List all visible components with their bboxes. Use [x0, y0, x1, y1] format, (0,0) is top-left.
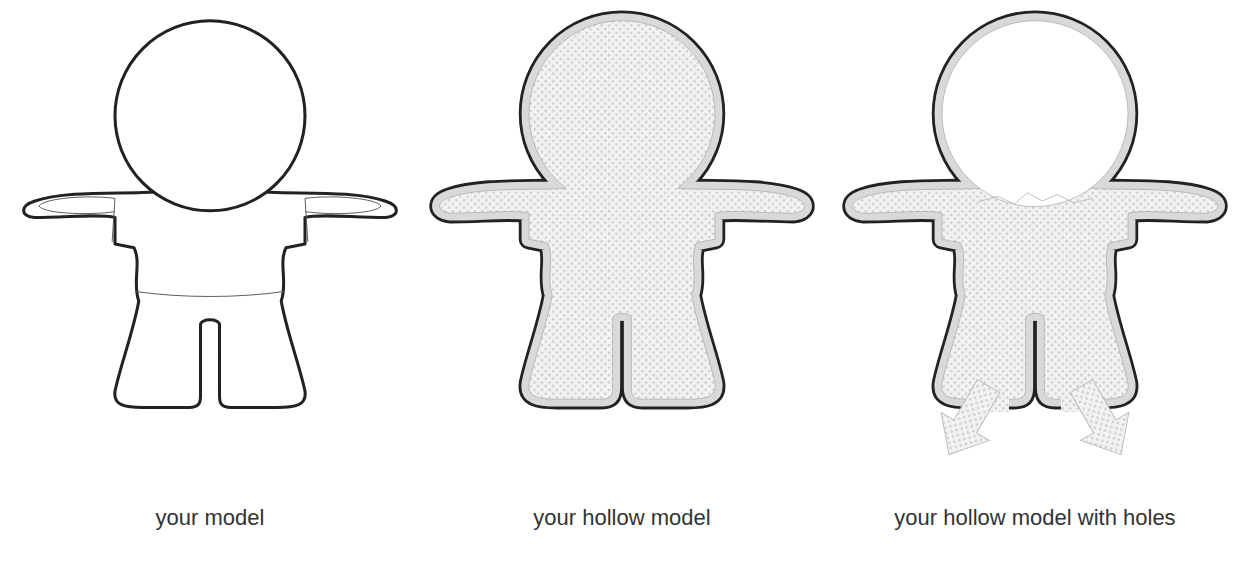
caption-label: your hollow model: [533, 505, 710, 531]
caption-label: your model: [156, 505, 265, 531]
caption-label: your hollow model with holes: [894, 505, 1175, 531]
solid-model: [24, 21, 397, 408]
hollow-model-with-holes: [852, 21, 1217, 469]
hollow-model: [439, 21, 804, 400]
